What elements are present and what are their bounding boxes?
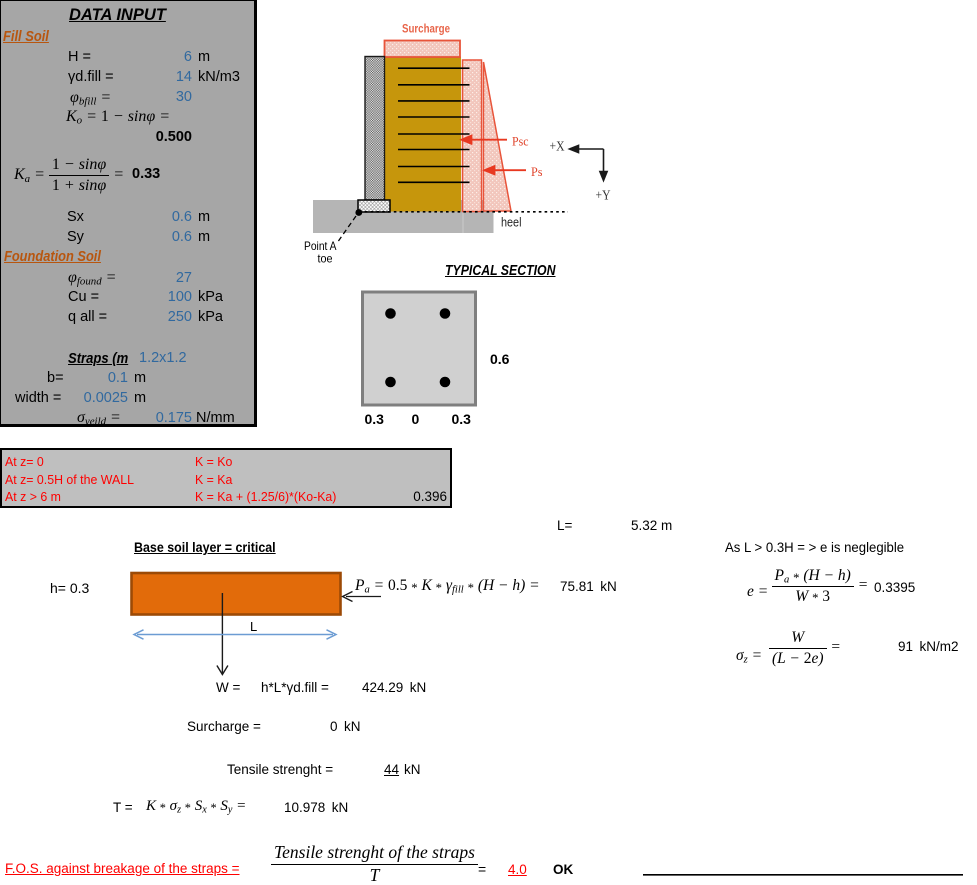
svg-text:Ps: Ps (531, 164, 543, 179)
svg-text:heel: heel (501, 216, 522, 230)
svg-text:+X: +X (550, 139, 565, 154)
svg-text:Point A: Point A (304, 239, 337, 253)
svg-text:Surcharge: Surcharge (402, 22, 450, 36)
svg-text:Psc: Psc (512, 134, 529, 149)
svg-text:+Y: +Y (596, 188, 611, 203)
svg-text:toe: toe (318, 252, 333, 266)
